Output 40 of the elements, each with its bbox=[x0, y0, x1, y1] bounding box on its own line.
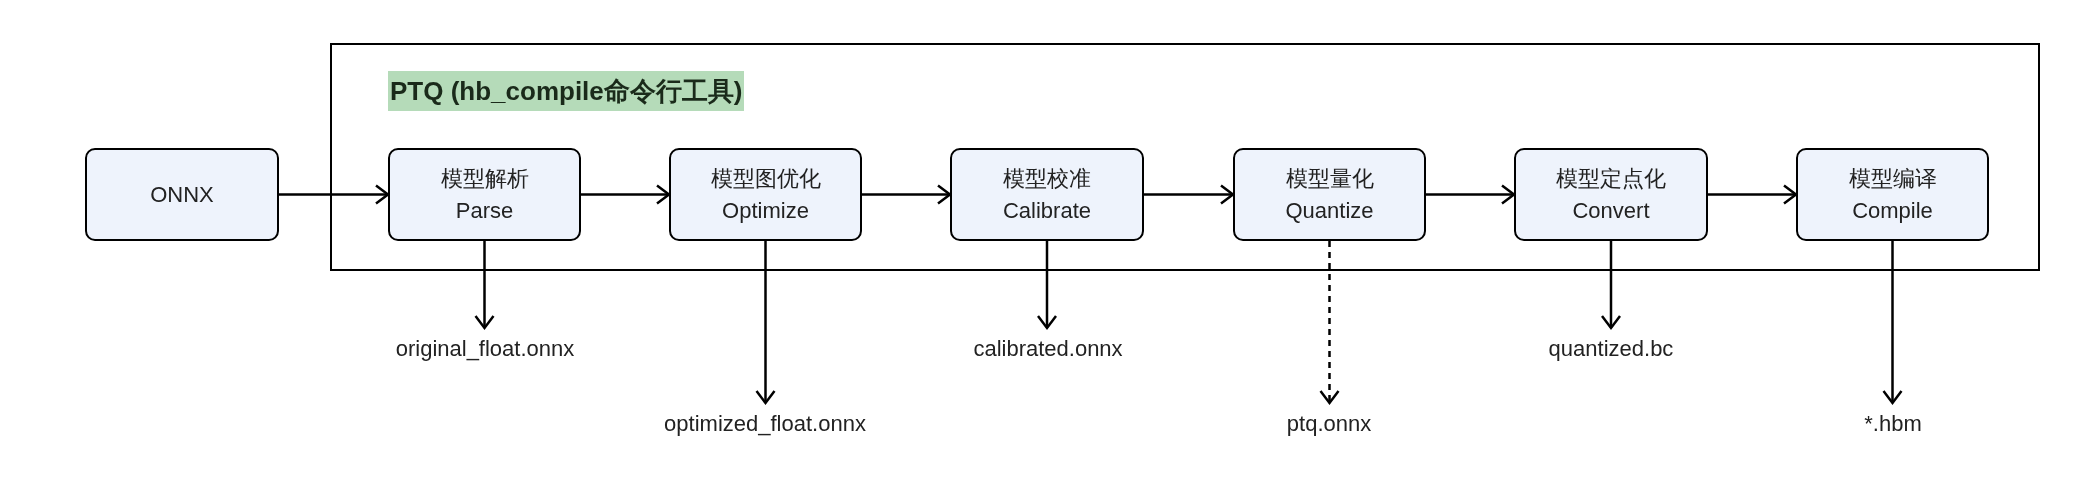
group-frame bbox=[330, 43, 2040, 271]
box-label: Parse bbox=[455, 196, 514, 225]
file-name-label: ptq.onnx bbox=[1209, 409, 1449, 439]
box-label: 模型解析 bbox=[440, 164, 529, 193]
box-label: ONNX bbox=[150, 180, 214, 209]
process-box bbox=[1514, 148, 1708, 241]
box-label: 模型图优化 bbox=[710, 164, 821, 193]
box-label: Convert bbox=[1572, 196, 1650, 225]
file-name-label: *.hbm bbox=[1773, 409, 2013, 439]
box-label: Calibrate bbox=[1002, 196, 1091, 225]
process-box bbox=[950, 148, 1144, 241]
process-box bbox=[1796, 148, 1989, 241]
arrow bbox=[474, 241, 495, 330]
box-label: 模型定点化 bbox=[1556, 164, 1666, 193]
box-label: Quantize bbox=[1285, 196, 1374, 225]
box-label: 模型量化 bbox=[1285, 164, 1374, 193]
arrow bbox=[1036, 241, 1058, 330]
file-name-label: calibrated.onnx bbox=[928, 334, 1168, 364]
process-box bbox=[85, 148, 279, 241]
group-title: PTQ (hb_compile命令行工具) bbox=[388, 71, 745, 111]
arrow bbox=[279, 184, 390, 205]
file-name-label: optimized_float.onnx bbox=[645, 409, 885, 439]
box-label: Compile bbox=[1852, 196, 1933, 225]
process-box bbox=[669, 148, 862, 241]
arrow bbox=[1426, 184, 1516, 205]
box-label: 模型校准 bbox=[1003, 164, 1091, 193]
file-name-label: quantized.bc bbox=[1491, 334, 1731, 364]
arrow bbox=[581, 184, 671, 205]
file-name-label: original_float.onnx bbox=[365, 334, 605, 364]
arrow bbox=[862, 184, 952, 205]
arrow bbox=[755, 241, 776, 405]
arrow bbox=[1708, 184, 1798, 205]
process-box bbox=[388, 148, 581, 241]
arrow bbox=[1319, 241, 1340, 405]
process-box bbox=[1233, 148, 1426, 241]
arrow bbox=[1882, 241, 1903, 405]
arrow bbox=[1600, 241, 1622, 330]
box-label: 模型编译 bbox=[1848, 164, 1937, 193]
box-label: Optimize bbox=[722, 196, 809, 225]
arrow bbox=[1144, 184, 1235, 205]
